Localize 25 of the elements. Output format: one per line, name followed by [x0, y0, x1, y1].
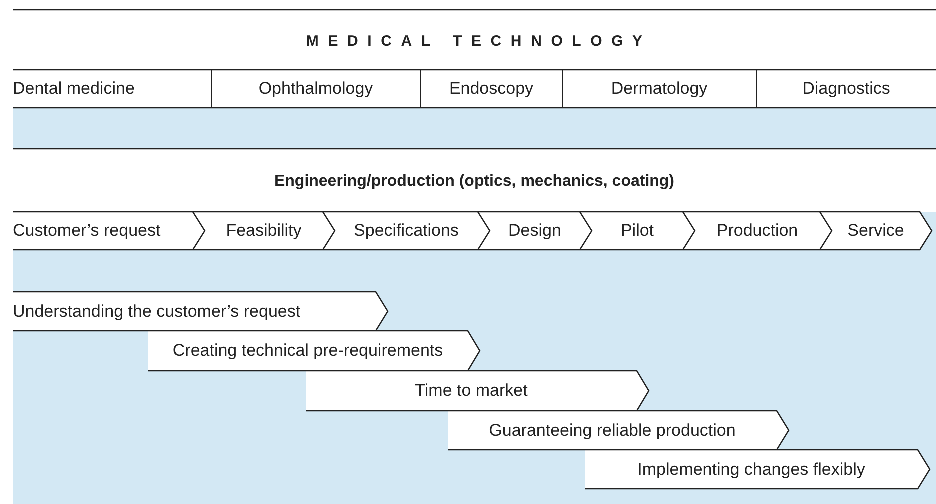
process-step-label: Design: [490, 212, 580, 250]
section-heading: Engineering/production (optics, mechanics, coating): [273, 173, 676, 191]
category-label: Endoscopy: [449, 79, 534, 99]
step-label: Guaranteeing reliable production: [489, 420, 736, 440]
goal-arrow-bar: [13, 292, 388, 331]
category-label: Dermatology: [611, 79, 708, 99]
process-step-label: Feasibility: [205, 212, 323, 250]
category-label: Diagnostics: [802, 79, 890, 99]
category-label: Ophthalmology: [258, 79, 374, 99]
step-label: Creating technical pre-requirements: [172, 341, 444, 361]
process-step-label: Specifications: [335, 212, 478, 250]
goal-arrow-bar: [148, 331, 480, 371]
goal-arrow-bar: [585, 450, 930, 489]
step-label: Implementing changes flexibly: [638, 460, 866, 480]
step-label: Time to market: [415, 381, 528, 401]
category-cell: [13, 70, 212, 108]
step-label: Understanding the customer’s request: [13, 302, 301, 322]
process-step-label: Customer’s request: [13, 212, 193, 250]
goal-arrow-bar: [448, 411, 789, 450]
process-step-label: Production: [695, 212, 820, 250]
process-step-label: Pilot: [592, 212, 683, 250]
category-label: Dental medicine: [13, 79, 135, 99]
title: MEDICAL TECHNOLOGY: [305, 33, 653, 50]
process-step-label: Service: [832, 212, 920, 250]
goal-arrow-bar: [306, 371, 649, 411]
